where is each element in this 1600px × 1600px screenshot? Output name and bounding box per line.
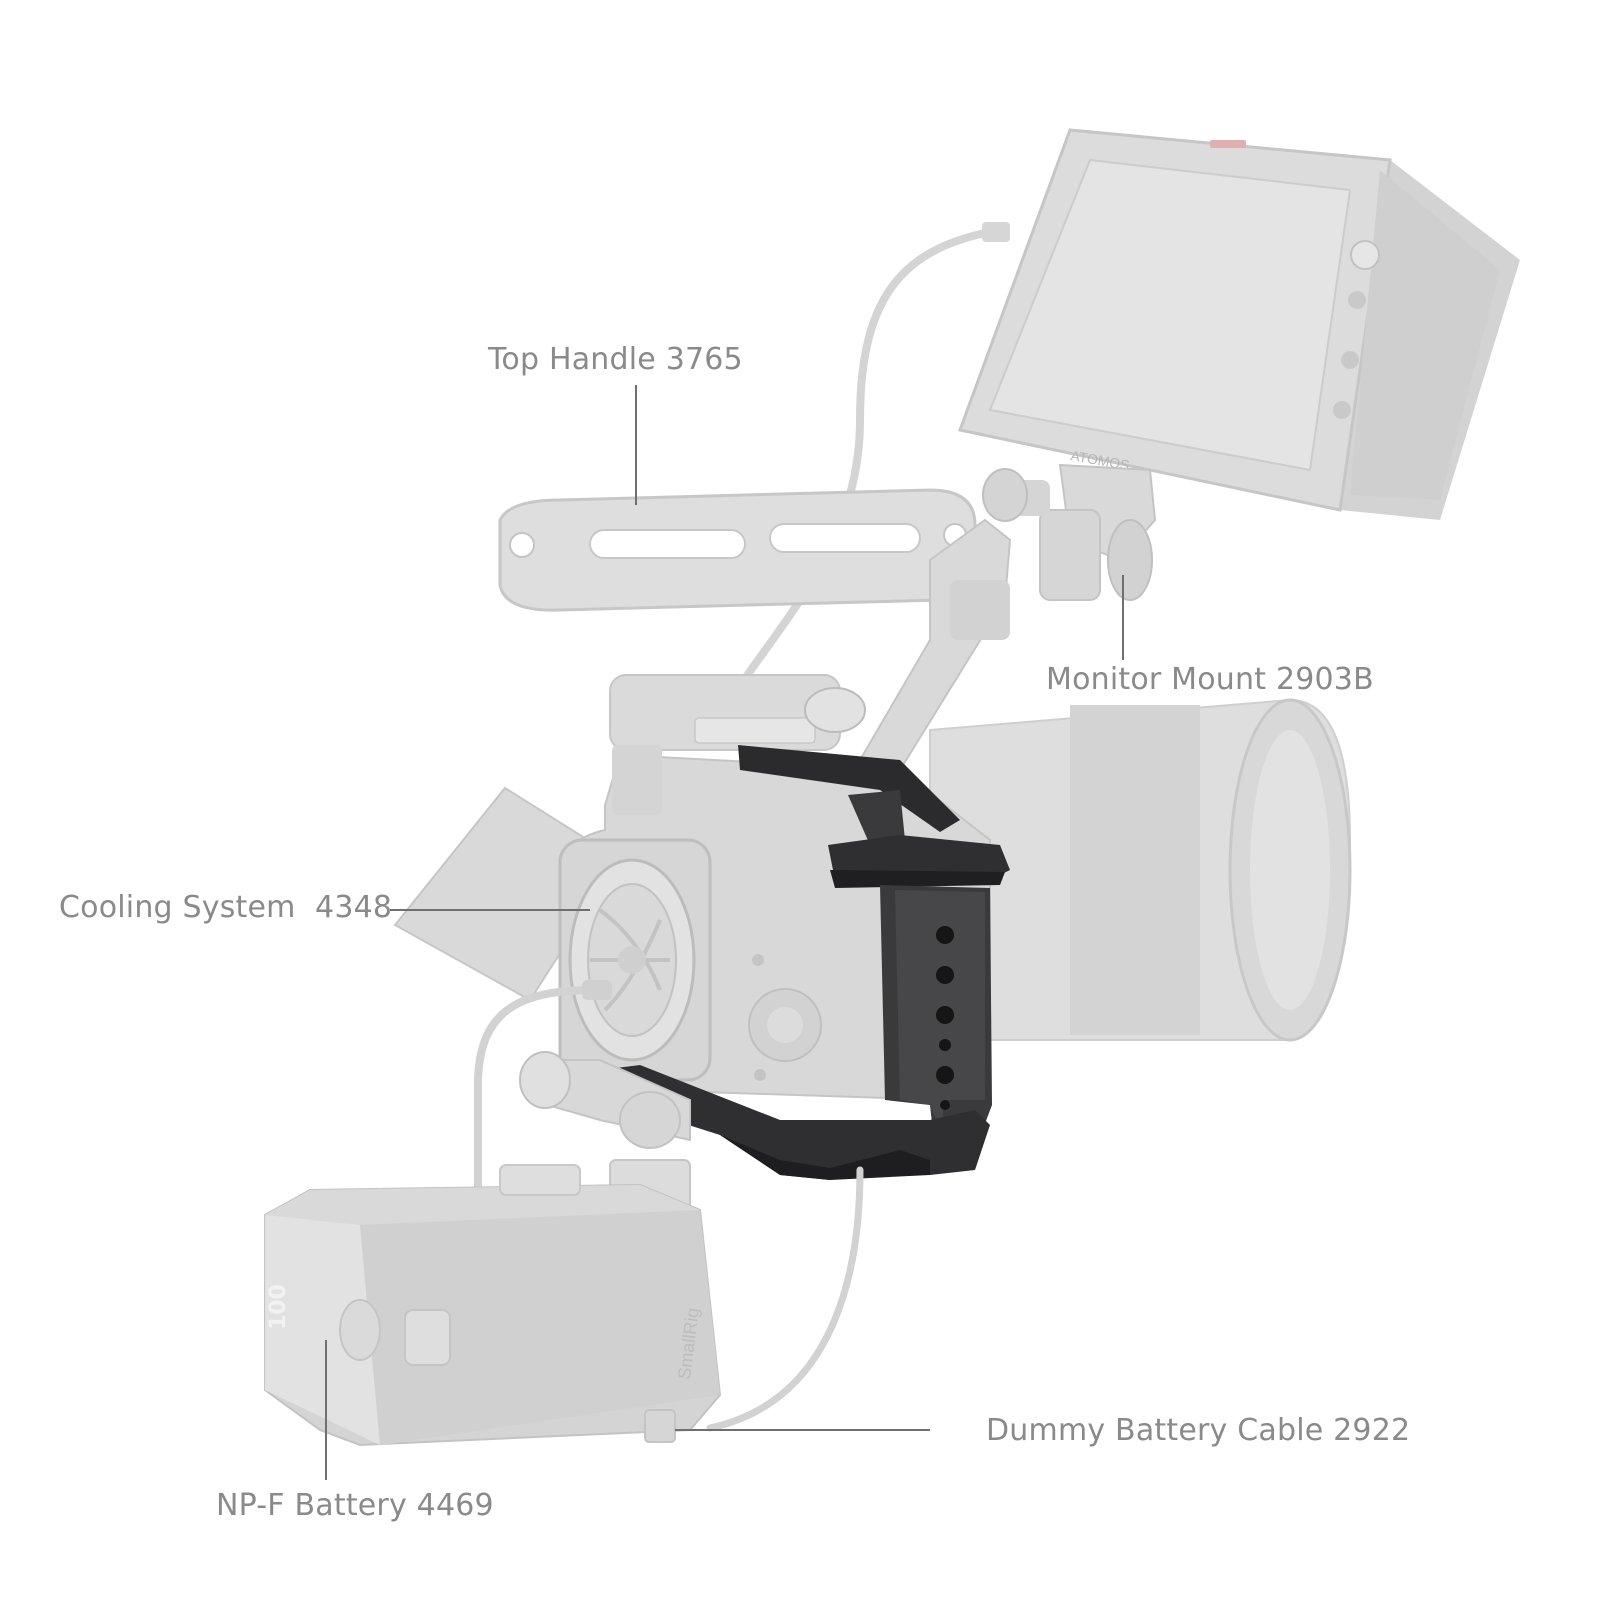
cooling-system-label: Cooling System 4348 (59, 890, 393, 925)
dummy-battery-cable-label: Dummy Battery Cable 2922 (986, 1413, 1411, 1448)
cooling-fan (558, 838, 712, 1082)
wireless-receiver (609, 674, 866, 751)
npf-battery-label: NP-F Battery 4469 (216, 1488, 494, 1523)
npf-battery: 100 SmallRig (264, 1164, 722, 1447)
callout-leader-lines (325, 385, 1124, 1480)
monitor-mount-label: Monitor Mount 2903B (1046, 662, 1374, 697)
top-handle (498, 468, 1028, 772)
atomos-monitor: ATOMOS (957, 128, 1520, 520)
camera-lens (929, 698, 1352, 1042)
battery-display-text: 100 (266, 1284, 291, 1330)
camera-cage (600, 745, 1010, 1180)
monitor-cable (716, 222, 1010, 724)
top-handle-label: Top Handle 3765 (488, 342, 743, 377)
dummy-battery-cable (644, 1166, 864, 1443)
